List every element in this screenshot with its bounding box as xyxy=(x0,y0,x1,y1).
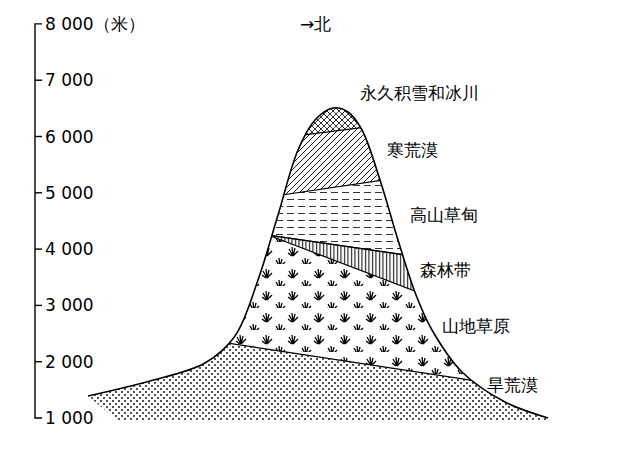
axis-tick-label: 3 000 xyxy=(45,296,94,315)
axis-tick-label: 2 000 xyxy=(45,352,94,371)
zone-label: 山地草原 xyxy=(442,317,510,336)
axis-tick-label: 1 000 xyxy=(45,409,94,428)
zone-label: 旱荒漠 xyxy=(487,376,538,395)
zone-boundary xyxy=(268,235,580,354)
north-arrow-label: →北 xyxy=(300,15,331,34)
axis-tick xyxy=(35,305,42,306)
axis-tick-label: 4 000 xyxy=(45,240,94,259)
zones xyxy=(60,0,580,467)
axis-max-label: 8 000（米） xyxy=(45,15,145,34)
axis-tick xyxy=(35,79,42,80)
altitude-axis xyxy=(35,24,42,418)
zone-boundary xyxy=(60,100,580,166)
zone-label: 高山草甸 xyxy=(410,206,478,225)
axis-tick xyxy=(35,361,42,362)
axis-tick xyxy=(35,136,42,137)
zone-boundary xyxy=(60,205,580,281)
axis-tick-label: 5 000 xyxy=(45,183,94,202)
zone-boundary xyxy=(60,151,580,227)
axis-tick xyxy=(35,192,42,193)
axis-tick-label: 6 000 xyxy=(45,127,94,146)
axis-tick xyxy=(35,248,42,249)
arid-desert-zone xyxy=(60,318,580,467)
axis-tick-label: 7 000 xyxy=(45,71,94,90)
mountain-outline xyxy=(88,108,548,418)
zone-label: 寒荒漠 xyxy=(387,141,438,160)
zone-label: 永久积雪和冰川 xyxy=(360,84,479,103)
zone-label: 森林带 xyxy=(420,261,471,280)
